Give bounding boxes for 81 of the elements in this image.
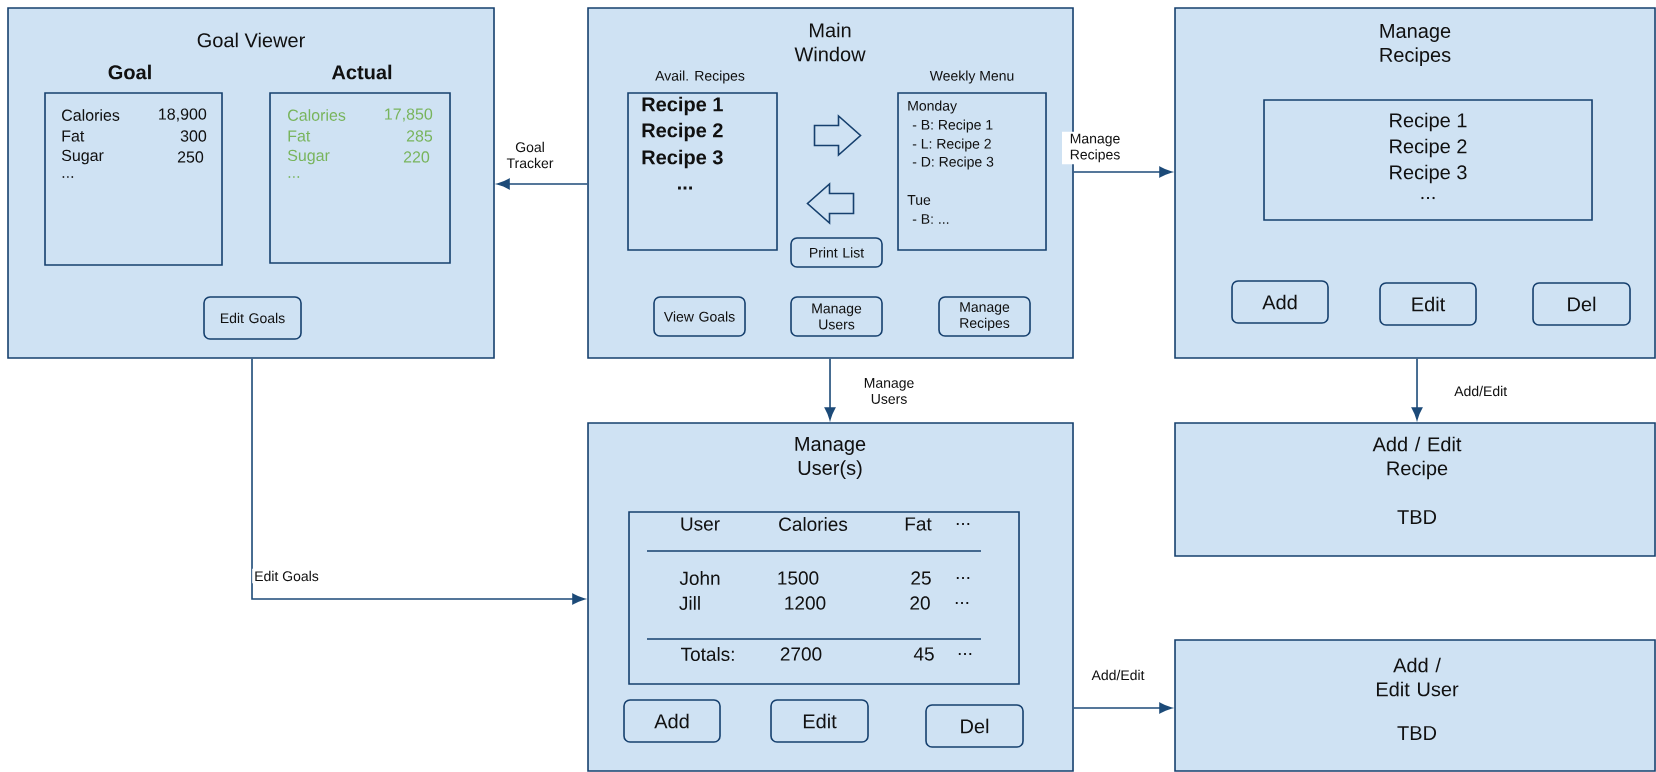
table-cell: 25: [911, 571, 931, 585]
list-item: ...: [1421, 196, 1435, 200]
list-item: 250: [177, 151, 204, 163]
edge-label: Add/Edit: [1452, 383, 1510, 399]
placeholder-text: TBD: [1397, 510, 1437, 524]
list-item: Sugar: [61, 149, 104, 165]
list-heading: Weekly Menu: [929, 70, 1014, 84]
table-cell: 45: [913, 647, 934, 661]
window-title: Main Window: [794, 22, 866, 62]
button: Edit Goals: [203, 296, 302, 340]
button: Add: [623, 699, 721, 743]
list-item: 18,900: [159, 108, 207, 122]
table-cell: 2700: [780, 647, 822, 661]
button: Add: [1231, 280, 1329, 324]
list-item: 300: [180, 130, 207, 142]
arrow: [1073, 166, 1172, 178]
table-cell: ...: [955, 602, 969, 604]
list-item: Tue: [907, 195, 931, 205]
list-heading: Actual: [331, 64, 392, 80]
list-item: - L: Recipe 2: [912, 138, 991, 152]
button: View Goals: [653, 296, 746, 337]
window-title: Add / Edit Recipe: [1372, 436, 1462, 480]
list-item: 285: [406, 130, 433, 142]
window-title: Manage Recipes: [1380, 24, 1451, 66]
button: Edit: [1379, 282, 1477, 326]
edge-label: Manage Recipes: [1062, 131, 1128, 165]
list-item: ...: [288, 176, 300, 178]
table-cell: Totals:: [681, 647, 734, 661]
list-heading: Goal: [108, 64, 151, 80]
table-cell: John: [679, 571, 720, 585]
arrow: [251, 358, 585, 605]
edge-label: Add/Edit: [1089, 667, 1147, 683]
table-cell: ...: [956, 577, 970, 579]
list-item: Fat: [62, 130, 85, 142]
button: Del: [1532, 282, 1631, 326]
block-arrow: [806, 182, 855, 225]
button: Edit: [770, 699, 869, 743]
button: Print List: [790, 237, 883, 268]
list-item: Recipe 2: [642, 122, 723, 142]
arrow: [1411, 358, 1423, 420]
table-cell: 1200: [785, 596, 826, 610]
button: Manage Recipes: [938, 296, 1031, 337]
edge-label: Goal Tracker: [500, 139, 560, 171]
placeholder-text: TBD: [1397, 726, 1437, 740]
list-item: 17,850: [385, 108, 433, 122]
list-item: Recipe 1: [1390, 112, 1467, 132]
list-item: Calories: [62, 109, 120, 121]
list-item: Recipe 3: [642, 149, 723, 169]
list-item: Sugar: [287, 149, 330, 165]
list-item: Recipe 2: [1390, 138, 1467, 158]
table-cell: Fat: [905, 517, 932, 531]
list-item: ...: [678, 186, 692, 190]
edge-label: Manage Users: [857, 376, 921, 406]
list-item: 220: [403, 151, 430, 163]
list-item: Recipe 1: [642, 96, 723, 116]
list-item: Recipe 3: [1390, 164, 1467, 184]
table-cell: ...: [956, 523, 970, 525]
window-title: Add / Edit User: [1377, 657, 1459, 697]
list-item: - B: Recipe 1: [912, 119, 993, 133]
table-cell: 1500: [778, 571, 819, 585]
list-item: - B: ...: [912, 214, 949, 224]
list-item: ...: [62, 176, 74, 178]
list-item: - D: Recipe 3: [912, 156, 994, 170]
table-cell: Calories: [779, 517, 848, 531]
edge-label: Edit Goals: [252, 568, 321, 584]
table-cell: 20: [910, 596, 930, 610]
button: Manage Users: [790, 296, 883, 337]
table-cell: Jill: [679, 596, 700, 610]
table-cell: ...: [958, 653, 972, 655]
table-cell: User: [681, 517, 720, 531]
list-item: Monday: [908, 100, 957, 114]
window-title: Manage User(s): [795, 437, 866, 479]
window-title: Goal Viewer: [197, 32, 305, 48]
arrow: [824, 358, 836, 420]
list-item: Calories: [288, 109, 346, 121]
button: Del: [925, 704, 1024, 748]
block-arrow: [813, 114, 862, 157]
list-heading: Avail. Recipes: [655, 70, 745, 84]
arrow: [1073, 702, 1172, 714]
arrow: [497, 178, 588, 190]
list-item: Fat: [288, 130, 311, 142]
